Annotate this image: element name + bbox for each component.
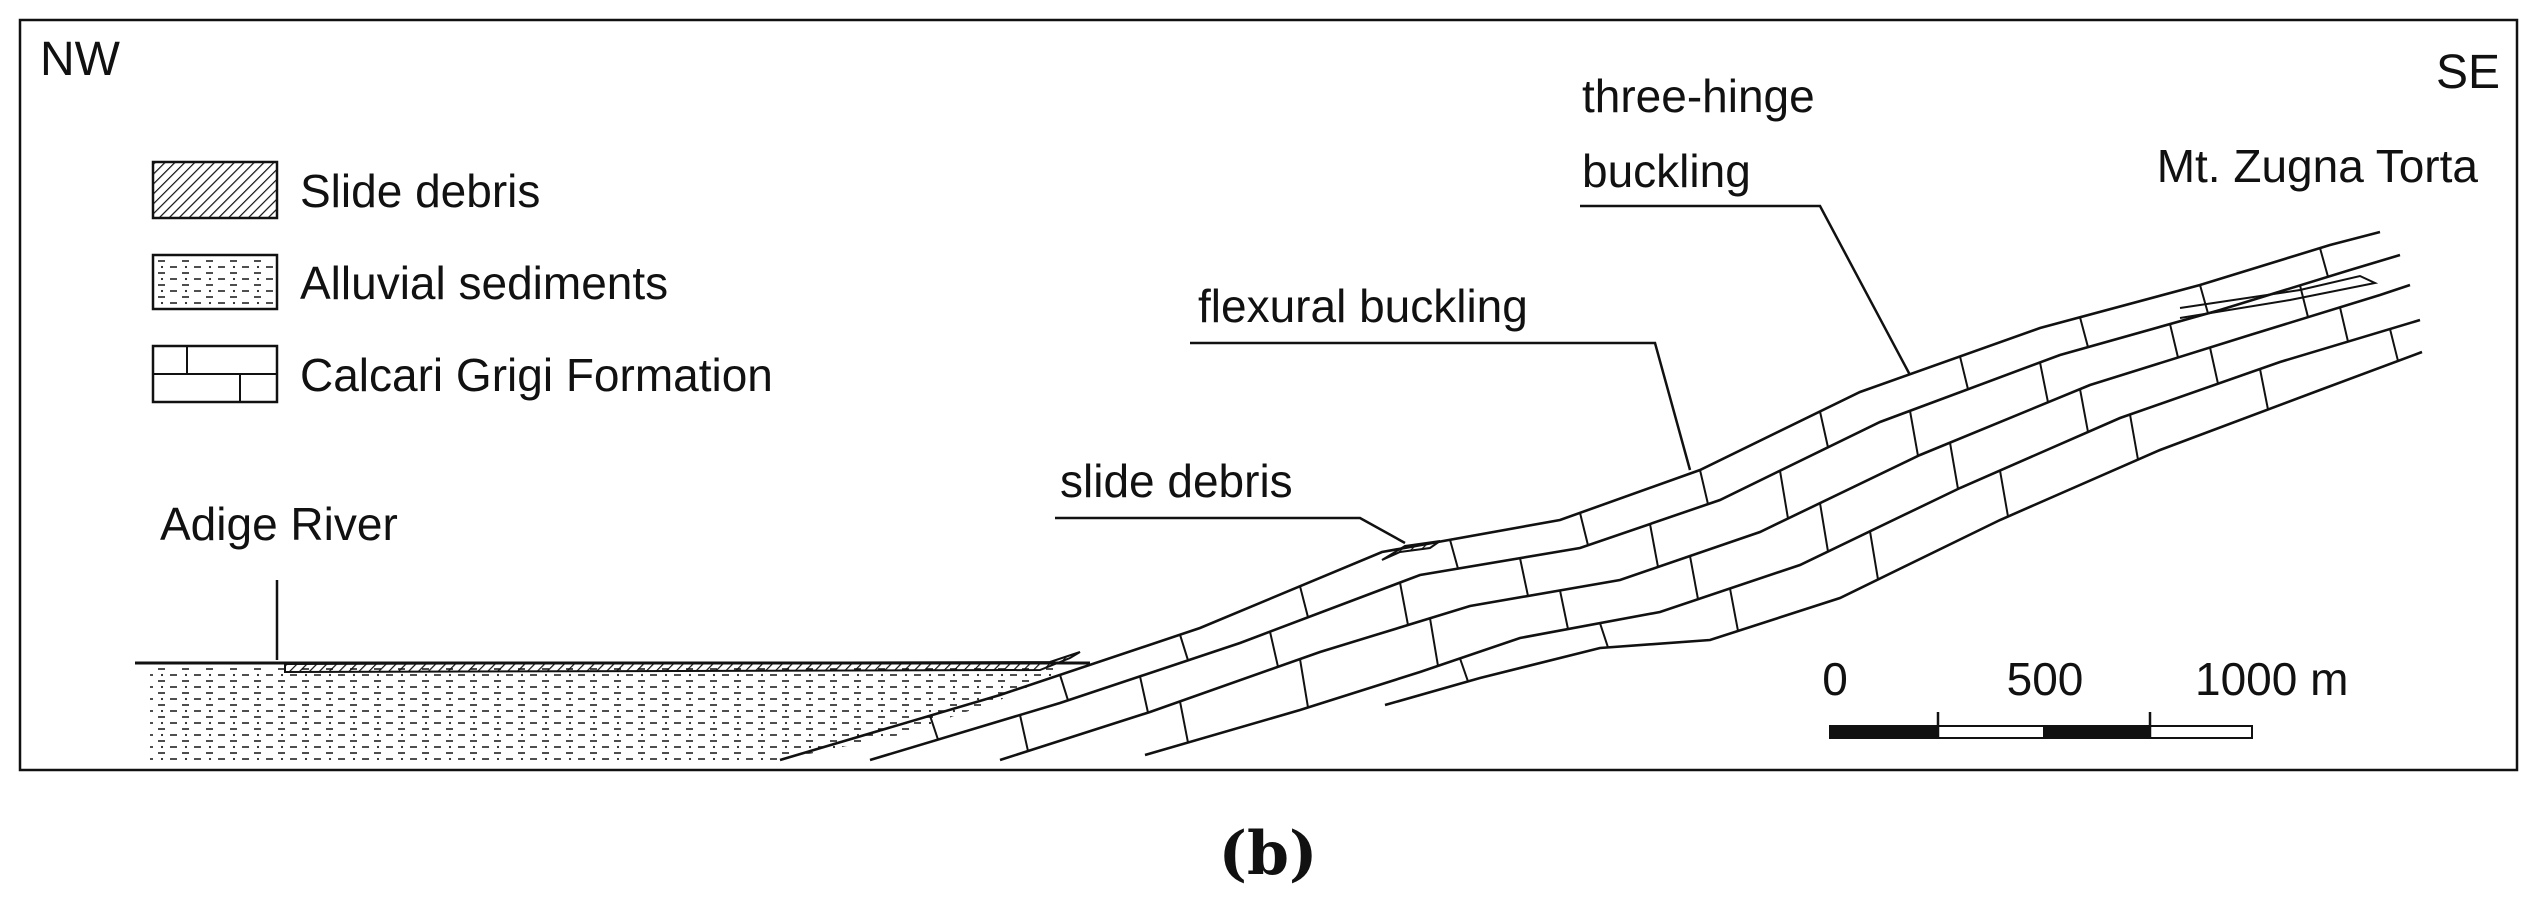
bedding-joint bbox=[1729, 588, 1739, 632]
adige-river-label: Adige River bbox=[160, 498, 398, 550]
bedding-joint bbox=[2199, 284, 2209, 314]
bedding-joint bbox=[1579, 512, 1589, 546]
upper-debris-cap bbox=[2179, 274, 2379, 319]
bedding-joint bbox=[2389, 328, 2399, 362]
bedding-joint bbox=[1999, 470, 2009, 517]
bedding-joint bbox=[1459, 658, 1469, 682]
bedding-joint bbox=[1519, 557, 1529, 597]
legend: Slide debris Alluvial sediments Calcari … bbox=[151, 160, 773, 404]
bedding-joint bbox=[2319, 247, 2329, 278]
calcari-grigi-strata bbox=[779, 230, 2423, 762]
bedding-plane-3 bbox=[999, 283, 2411, 762]
scale-segment-4 bbox=[2149, 725, 2253, 739]
bedding-joint bbox=[2129, 414, 2139, 460]
alluvial-sediments-swatch bbox=[151, 253, 279, 311]
bedding-joint bbox=[1059, 674, 1069, 701]
three-hinge-leader bbox=[1580, 204, 1912, 376]
bedding-joint bbox=[1429, 618, 1439, 667]
bedding-joint bbox=[1909, 410, 1919, 457]
bedding-joint bbox=[1299, 658, 1309, 708]
legend-label-slide-debris: Slide debris bbox=[300, 165, 540, 217]
bedding-plane-5 bbox=[1384, 350, 2423, 707]
bedding-joint bbox=[1819, 502, 1829, 552]
flexural-buckling-label: flexural buckling bbox=[1198, 280, 1528, 332]
legend-label-alluvial-sediments: Alluvial sediments bbox=[300, 257, 668, 309]
slide-debris-leader bbox=[1055, 516, 1406, 545]
bedding-joint bbox=[1269, 631, 1279, 668]
bedding-joint bbox=[2169, 323, 2179, 358]
scale-segment-1 bbox=[1829, 725, 1939, 739]
se-label: SE bbox=[2436, 46, 2500, 99]
bedding-joint bbox=[2339, 307, 2349, 342]
bedding-joint bbox=[1689, 555, 1699, 600]
bedding-joint bbox=[1649, 523, 1659, 568]
bedding-joint bbox=[2259, 368, 2269, 410]
valley-slide-debris bbox=[284, 651, 1081, 674]
bedding-plane-2 bbox=[869, 253, 2401, 762]
legend-item-alluvial-sediments: Alluvial sediments bbox=[151, 253, 668, 311]
slide-debris-swatch bbox=[151, 160, 279, 220]
flexural-buckling-leader bbox=[1190, 341, 1692, 471]
bedding-joint bbox=[2039, 362, 2049, 403]
legend-label-calcari-grigi: Calcari Grigi Formation bbox=[300, 349, 773, 401]
mt-zugna-torta-label: Mt. Zugna Torta bbox=[2157, 140, 2479, 192]
bedding-joint bbox=[929, 715, 939, 740]
bedding-joint bbox=[1819, 411, 1829, 448]
legend-item-slide-debris: Slide debris bbox=[151, 160, 540, 220]
figure-frame bbox=[18, 18, 2519, 772]
bedding-joint bbox=[1949, 442, 1959, 490]
three-hinge-label: three-hinge bbox=[1582, 70, 1815, 122]
scale-bar: 0 500 1000 m bbox=[1822, 653, 2348, 739]
bedding-joint bbox=[1959, 356, 1969, 390]
bedding-joint bbox=[1399, 582, 1409, 626]
bedding-joint bbox=[1299, 585, 1309, 618]
nw-label: NW bbox=[40, 33, 121, 86]
bedding-joint bbox=[1019, 714, 1029, 752]
slope-slide-debris bbox=[1381, 540, 1441, 561]
bedding-joint bbox=[1139, 676, 1149, 713]
bedding-joint bbox=[1779, 470, 1789, 519]
scale-label-500: 500 bbox=[2007, 653, 2084, 705]
buckling-label: buckling bbox=[1582, 145, 1751, 197]
bedding-joint bbox=[2079, 388, 2089, 433]
bedding-joint bbox=[2209, 347, 2219, 384]
slide-debris-annotation: slide debris bbox=[1060, 455, 1293, 507]
bedding-joint bbox=[1179, 634, 1189, 661]
bedding-joint bbox=[1599, 622, 1609, 648]
annotations: Adige River slide debris flexural buckli… bbox=[160, 70, 2478, 660]
bedding-joint bbox=[1869, 531, 1879, 580]
bedding-joint bbox=[2079, 316, 2089, 348]
bedding-joint bbox=[1179, 701, 1189, 743]
panel-label: (b) bbox=[1219, 819, 1318, 889]
scale-segment-3 bbox=[2043, 725, 2151, 739]
scale-segment-2 bbox=[1937, 725, 2045, 739]
bedding-joint bbox=[1699, 469, 1709, 505]
scale-label-0: 0 bbox=[1822, 653, 1848, 705]
bedding-joint bbox=[1449, 539, 1459, 569]
legend-item-calcari-grigi: Calcari Grigi Formation bbox=[151, 344, 773, 404]
bedding-joint bbox=[1559, 590, 1569, 630]
scale-label-1000: 1000 m bbox=[2195, 653, 2348, 705]
